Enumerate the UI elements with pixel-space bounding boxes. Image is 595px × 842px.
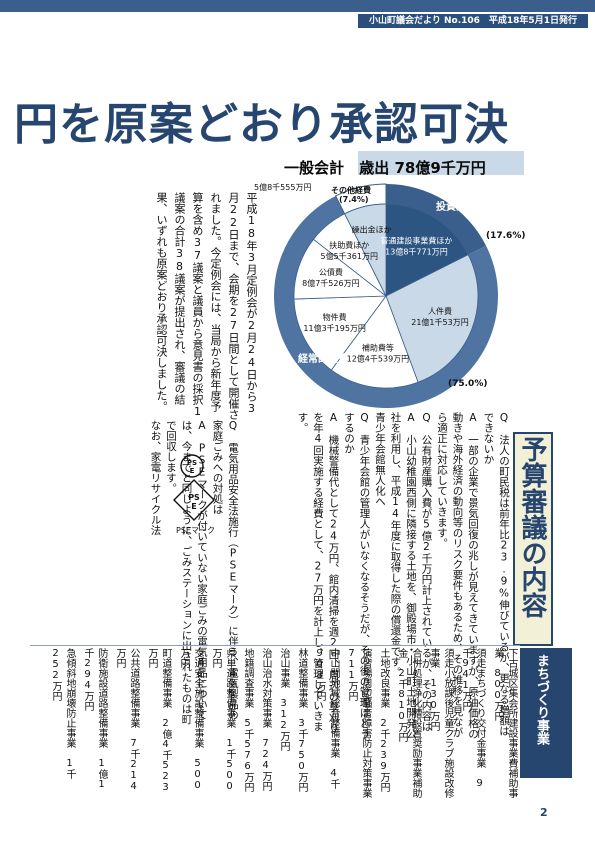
svg-text:PS: PS (188, 493, 200, 502)
machi-list: 下古城区集会所建設事業費補助事業 800万円須走まちづくり交付金事業 9千941… (30, 648, 518, 798)
pie-slice-value: 13億8千771万円 (385, 247, 448, 257)
machi-item: 交通安全施設整備事業 500万円 (178, 648, 203, 791)
page-number: 2 (540, 806, 548, 819)
issue-banner: 小山町議会だより No.106 平成18年5月1日発行 (358, 14, 588, 28)
pie-slice-label: 扶助費ほか (329, 240, 369, 250)
machi-item: 中山間地域総合整備事業 4千908万円 (314, 648, 339, 789)
svg-text:E: E (191, 502, 196, 511)
machi-item: 須走小放課後児童クラブ施設改修事業 130万円 (428, 648, 453, 798)
pie-slice (293, 238, 388, 300)
top-bar (0, 0, 595, 12)
machi-item: 公共道路整備事業 7千214万円 (114, 648, 139, 792)
machi-item: 須走まちづくり交付金事業 9千941万円 (460, 648, 485, 789)
machi-item: 町道整備事業 2億4千523万円 (146, 648, 171, 793)
total-box (358, 151, 524, 175)
machi-item: 合併処理浄化槽設置奨励事業補助金 2千810万円 (396, 648, 421, 798)
group-label-other: その他経費 (331, 185, 371, 195)
pse-circle-icon: PS E (180, 454, 204, 478)
qa-text: Q 法人の町民税は前年比23.9%伸びているが、更なる増額はできないか A 一部… (296, 412, 511, 739)
divider (30, 645, 520, 646)
machi-item: 演習場周辺騒音障害防止対策事業 711万円 (346, 648, 371, 808)
machi-item: 林道整備事業 3千750万円 (296, 648, 307, 792)
machi-item: 急傾斜地崩壊防止事業 1千252万円 (50, 648, 75, 779)
pse-caption: PSEマーク (176, 526, 215, 535)
svg-text:E: E (190, 467, 195, 475)
pie-slice-value: 21億1千53万円 (411, 317, 468, 327)
pse-diamond-icon: PS E (173, 479, 215, 521)
chart-title: 一般会計 歳出 78億9千万円 (284, 157, 496, 178)
pie-ring-investment (386, 184, 487, 255)
pie-slice-value: 11億3千195万円 (303, 323, 366, 333)
pie-slice-value: 5億5千361万円 (321, 251, 378, 261)
pie-slice (330, 295, 419, 389)
pie-slice-value: 8億7千526万円 (302, 278, 359, 288)
headline: 円を原案どおり承認可決 (14, 99, 509, 150)
group-label-regular: 経常的経費 (298, 352, 348, 365)
group-pct-other: (7.4%) (339, 195, 369, 204)
group-value-other: 5億8千555万円 (254, 182, 311, 192)
pie-slice-label: 公債費 (319, 267, 343, 277)
machi-item: 下古城区集会所建設事業費補助事業 800万円 (492, 648, 517, 798)
yosan-title: 予算審議の内容 (517, 436, 547, 618)
svg-text:PS: PS (187, 459, 197, 467)
machi-item: 地籍調査事業 5千576万円 (242, 648, 253, 792)
machi-item: 防衛施設道路整備事業 1億1千294万円 (82, 648, 107, 790)
machi-title: まちづくり事業 (534, 654, 549, 745)
yosan-box: 予算審議の内容 (513, 432, 553, 646)
machi-item: 治山事業 312万円 (278, 648, 289, 751)
chart-title-right: 歳出 78億9千万円 (359, 159, 486, 177)
pie-slice-label: 人件費 (428, 306, 452, 316)
pie-slice-label: 繰出金ほか (352, 225, 392, 235)
machi-band: まちづくり事業 (520, 648, 572, 778)
chart-title-left: 一般会計 (284, 159, 345, 177)
pie-chart: 普通建設事業費ほか13億8千771万円人件費21億1千53万円補助費等12億4千… (254, 182, 525, 408)
group-label-investment: 投資的経費 (436, 200, 486, 213)
machi-item: 土地改良事業 2千239万円 (378, 648, 389, 792)
pie-slice (293, 295, 387, 371)
intro-text: 平成18年3月定例会が2月24日から3月22日まで、会期を27日間として開催され… (155, 192, 258, 420)
pie-slice-label: 普通建設事業費ほか (380, 236, 452, 246)
pie-slice-value: 12億4千539万円 (347, 353, 410, 363)
group-pct-regular: (75.0%) (448, 379, 487, 389)
pie-slice-label: 物件費 (323, 312, 347, 322)
machi-item: 県単道路整備事業 1千500万円 (210, 648, 235, 792)
machi-item: 治山治水対策事業 724万円 (260, 648, 271, 791)
pie-slice (385, 203, 469, 297)
pie-slice-label: 補助費等 (362, 342, 394, 352)
pie-slice (385, 254, 479, 383)
group-pct-investment: (17.6%) (486, 231, 525, 241)
pse-text: Q 電気用品安全法施行（PSEマーク）に伴う、電気製品の家庭ごみへの対処は A … (149, 420, 240, 725)
pie-slice (344, 203, 387, 297)
